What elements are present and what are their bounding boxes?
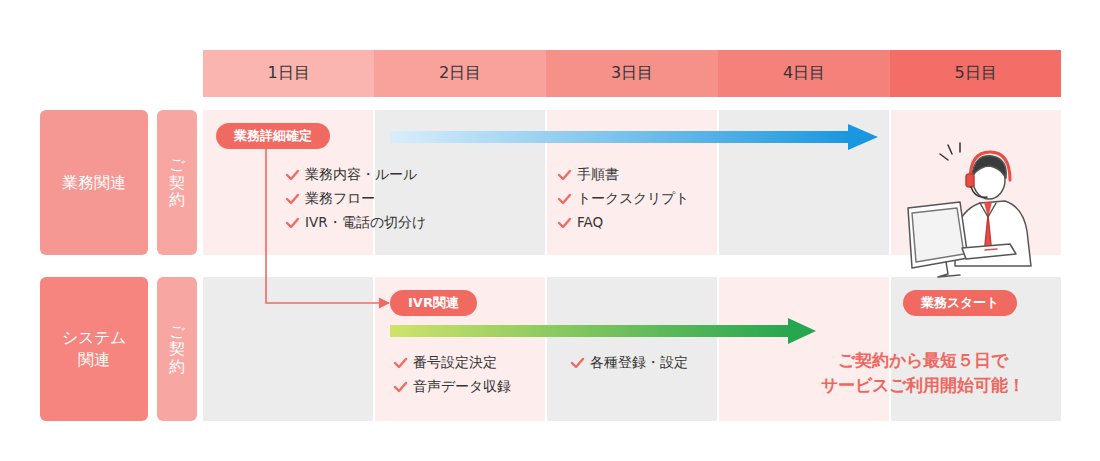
grid-cell bbox=[203, 110, 374, 255]
checklist-item: 業務内容・ルール bbox=[305, 166, 417, 184]
progress-arrow bbox=[390, 318, 816, 344]
day-header: 5日目 bbox=[890, 50, 1061, 97]
grid-cell bbox=[374, 277, 546, 421]
grid-cell bbox=[890, 277, 1061, 421]
contract-label: ご契約 bbox=[157, 110, 197, 255]
operator-illustration bbox=[908, 143, 1031, 277]
day-header: 3日目 bbox=[546, 50, 718, 97]
contract-label: ご契約 bbox=[157, 277, 197, 421]
node-text: 業務関連 bbox=[62, 172, 126, 194]
task-pill: 業務スタート bbox=[903, 290, 1017, 316]
row-label: システム関連 bbox=[40, 277, 148, 421]
checklist-item: 各種登録・設定 bbox=[590, 354, 688, 372]
checklist-item: 手順書 bbox=[577, 166, 619, 184]
day-header: 2日目 bbox=[374, 50, 546, 97]
grid-cell bbox=[203, 277, 374, 421]
pill-text: 業務詳細確定 bbox=[234, 127, 312, 145]
checklist-item: FAQ bbox=[577, 214, 603, 230]
node-text: 2日目 bbox=[439, 63, 481, 84]
checklist-item: トークスクリプト bbox=[577, 190, 689, 208]
row-label: 業務関連 bbox=[40, 110, 148, 255]
check-marks bbox=[287, 171, 583, 391]
checklist-item: 番号設定決定 bbox=[413, 354, 497, 372]
checklist-item: 業務フロー bbox=[305, 190, 375, 208]
checklist-item: IVR・電話の切分け bbox=[305, 214, 426, 232]
node-text: 4日目 bbox=[783, 63, 825, 84]
grid-cell bbox=[546, 277, 718, 421]
pill-text: 業務スタート bbox=[921, 294, 999, 312]
task-pill: IVR関連 bbox=[390, 290, 477, 316]
node-text: 5日目 bbox=[954, 63, 996, 84]
day-header: 4日目 bbox=[718, 50, 890, 97]
checklist-item: 音声データ収録 bbox=[413, 378, 511, 396]
node-text: 1日目 bbox=[267, 63, 309, 84]
node-text: 3日目 bbox=[611, 63, 653, 84]
node-text: ご契約 bbox=[169, 323, 185, 376]
pill-text: IVR関連 bbox=[408, 294, 459, 312]
node-text: ご契約 bbox=[169, 156, 185, 209]
progress-arrow bbox=[390, 124, 878, 150]
note: ご契約から最短５日で サービスご利用開始可能！ bbox=[778, 348, 1068, 397]
day-header: 1日目 bbox=[203, 50, 374, 97]
node-text: システム関連 bbox=[59, 327, 129, 370]
task-pill: 業務詳細確定 bbox=[216, 123, 330, 149]
grid-cell bbox=[718, 277, 890, 421]
